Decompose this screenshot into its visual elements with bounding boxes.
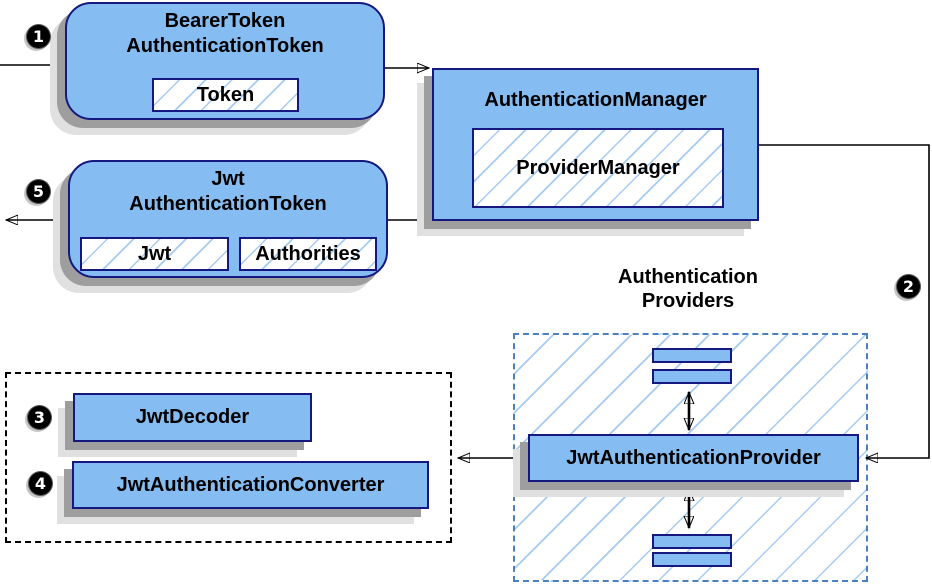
jwt-authentication-provider-label: JwtAuthenticationProvider [566,446,821,469]
jwt-token-title-line1: Jwt [211,168,245,190]
bearer-token-authentication-token-node: BearerToken AuthenticationToken Token [65,2,385,120]
jwt-decoder-node: JwtDecoder [73,393,312,442]
jwt-token-title-line2: AuthenticationToken [129,193,327,215]
provider-list-bar [652,534,732,549]
authentication-manager-node: AuthenticationManager ProviderManager [432,68,759,221]
step-marker-1: 1 [26,24,51,49]
authentication-manager-title: AuthenticationManager [484,89,707,111]
provider-list-bar [652,552,732,567]
authorities-chip: Authorities [239,237,377,271]
bearer-token-node-title: BearerToken AuthenticationToken [67,4,383,59]
jwt-decoder-label: JwtDecoder [135,406,250,428]
jwt-authentication-converter-node: JwtAuthenticationConverter [72,461,429,509]
token-chip: Token [152,78,299,112]
jwt-authentication-token-node: Jwt AuthenticationToken Jwt Authorities [68,160,388,278]
jwt-chip-label: Jwt [137,242,172,265]
bearer-token-title-line1: BearerToken [164,10,286,32]
token-chip-label: Token [196,83,255,106]
provider-manager-chip: ProviderManager [472,128,724,208]
jwt-chip: Jwt [80,237,229,271]
authorities-chip-label: Authorities [255,242,361,265]
bearer-token-title-line2: AuthenticationToken [126,35,324,57]
jwt-authentication-converter-label: JwtAuthenticationConverter [116,473,385,496]
provider-manager-label: ProviderManager [516,156,680,179]
step-marker-4: 4 [28,471,53,496]
step-marker-3: 3 [27,405,52,430]
provider-list-bar [652,369,732,384]
authentication-providers-label: Authentication Providers [588,265,788,313]
step-marker-5: 5 [26,179,51,204]
provider-list-bar [652,348,732,363]
jwt-authentication-provider-node: JwtAuthenticationProvider [528,434,859,482]
jwt-token-node-title: Jwt AuthenticationToken [70,162,386,217]
step-marker-2: 2 [896,274,921,299]
providers-label-line2: Providers [641,290,735,312]
providers-label-line1: Authentication [618,266,758,288]
